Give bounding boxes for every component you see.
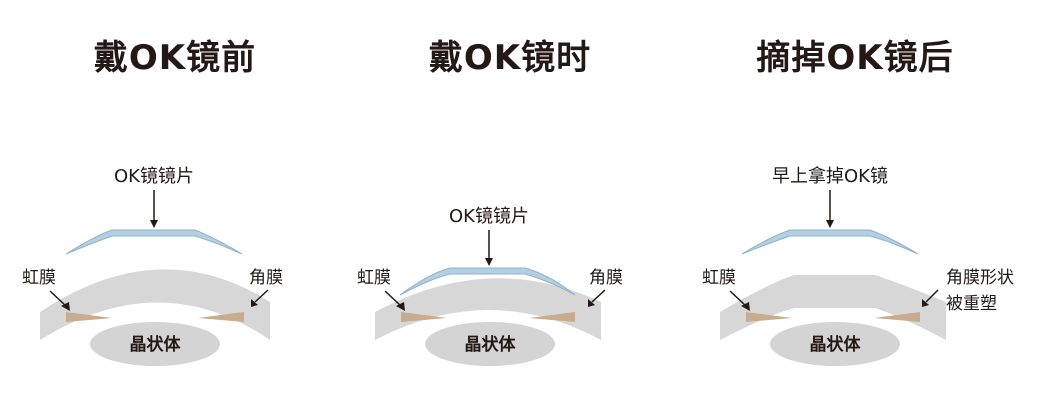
panel-title: 摘掉OK镜后 — [756, 38, 954, 78]
panel-after: 摘掉OK镜后 晶状体 早上拿掉OK镜 虹膜 角膜形状 被重塑 — [680, 0, 1030, 407]
eye-diagram: 晶状体 OK镜镜片 虹膜 角膜 — [357, 206, 623, 366]
crystalline-lens — [90, 322, 220, 366]
cornea-arrowhead — [251, 299, 258, 307]
cornea-arrowhead — [922, 299, 929, 307]
panel-title: 戴OK镜前 — [93, 38, 257, 78]
iris-arrowhead — [396, 302, 405, 311]
lens-label: 早上拿掉OK镜 — [772, 165, 888, 187]
cornea-label: 角膜 — [249, 268, 283, 288]
ok-lens — [741, 229, 919, 255]
eye-diagram: 晶状体 早上拿掉OK镜 虹膜 角膜形状 被重塑 — [702, 165, 1014, 366]
cornea-arrow — [591, 289, 606, 303]
iris-right — [198, 312, 244, 322]
cornea — [720, 275, 946, 340]
iris-right — [529, 312, 575, 322]
eye-diagram: 晶状体 OK镜镜片 虹膜 角膜 — [22, 166, 283, 366]
crystalline-lens — [770, 322, 900, 366]
panel-during: 戴OK镜时 晶状体 OK镜镜片 虹膜 角膜 — [335, 0, 685, 407]
cornea-label: 角膜 — [589, 268, 623, 288]
ok-lens — [399, 267, 576, 296]
iris-arrowhead — [61, 302, 70, 311]
crystalline-label: 晶状体 — [130, 334, 182, 355]
iris-arrow — [729, 290, 747, 307]
cornea — [375, 278, 601, 340]
iris-left — [66, 312, 112, 322]
lens-arrowhead — [485, 258, 493, 266]
crystalline-label: 晶状体 — [810, 334, 862, 355]
ok-lens — [65, 229, 243, 255]
iris-right — [874, 312, 920, 322]
cornea-arrow — [925, 289, 939, 303]
cornea — [40, 269, 270, 340]
lens-label: OK镜镜片 — [114, 166, 194, 187]
iris-left — [401, 312, 447, 322]
cornea-label-line2: 被重塑 — [946, 294, 997, 314]
iris-arrow — [384, 290, 402, 307]
iris-arrow — [49, 290, 67, 307]
cornea-arrow — [254, 289, 269, 303]
panel-before: 戴OK镜前 晶状体 OK镜镜片 虹膜 角膜 — [0, 0, 350, 407]
lens-label: OK镜镜片 — [449, 206, 529, 227]
lens-arrowhead — [826, 220, 834, 228]
iris-left — [746, 312, 792, 322]
cornea-arrowhead — [588, 299, 595, 307]
crystalline-lens — [425, 322, 555, 366]
iris-label: 虹膜 — [357, 268, 391, 288]
cornea-label-line1: 角膜形状 — [946, 268, 1014, 288]
crystalline-label: 晶状体 — [465, 334, 517, 355]
lens-arrowhead — [150, 220, 158, 228]
panel-title: 戴OK镜时 — [428, 38, 592, 78]
iris-label: 虹膜 — [702, 268, 736, 288]
iris-arrowhead — [741, 302, 750, 311]
iris-label: 虹膜 — [22, 268, 56, 288]
